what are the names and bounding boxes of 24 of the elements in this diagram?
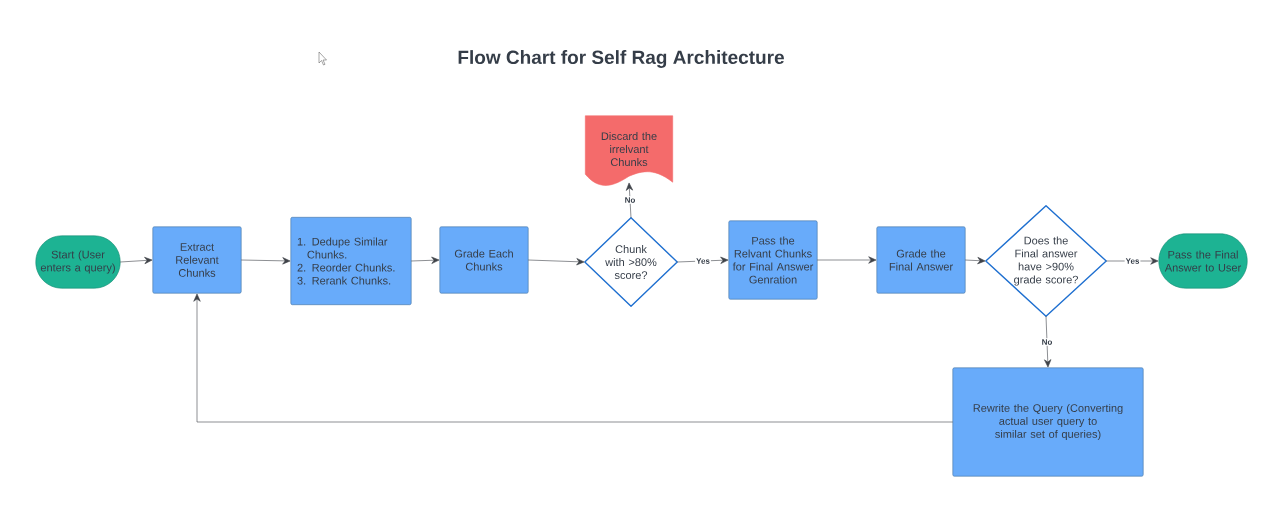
- edge-label: Yes: [1124, 257, 1141, 265]
- title: Flow Chart for Self Rag Architecture: [458, 50, 784, 68]
- arrow: [964, 257, 986, 265]
- edge-label: No: [1040, 338, 1054, 346]
- edge-label: Yes: [695, 257, 711, 265]
- arrow: [1105, 257, 1159, 265]
- arrow: [816, 256, 877, 264]
- arrow: [527, 258, 585, 266]
- terminal-box: Start (User enters a query): [35, 235, 121, 289]
- process-box: Pass the Relvant Chunks for Final Answer Genration: [728, 220, 818, 300]
- arrow: [676, 256, 729, 264]
- process-box: 1. Dedupe Similar Chunks. 2. Reorder Chunks. 3. Rerank Chunks.: [290, 217, 412, 305]
- arrow: [410, 256, 440, 264]
- arrow: [240, 257, 291, 265]
- arrow: [119, 256, 153, 265]
- process-box: Rewrite the Query (Converting actual user query to similar set of queries): [952, 367, 1144, 477]
- arrow: [1044, 315, 1052, 368]
- process-box: Extract Relevant Chunks: [152, 226, 242, 294]
- edge-label: No: [623, 196, 637, 204]
- arrow: [193, 293, 954, 423]
- arrow: [625, 182, 634, 219]
- process-box: Grade Each Chunks: [439, 226, 529, 294]
- terminal-box: Pass the Final Answer to User: [1158, 233, 1248, 289]
- process-box: Grade the Final Answer: [876, 226, 966, 294]
